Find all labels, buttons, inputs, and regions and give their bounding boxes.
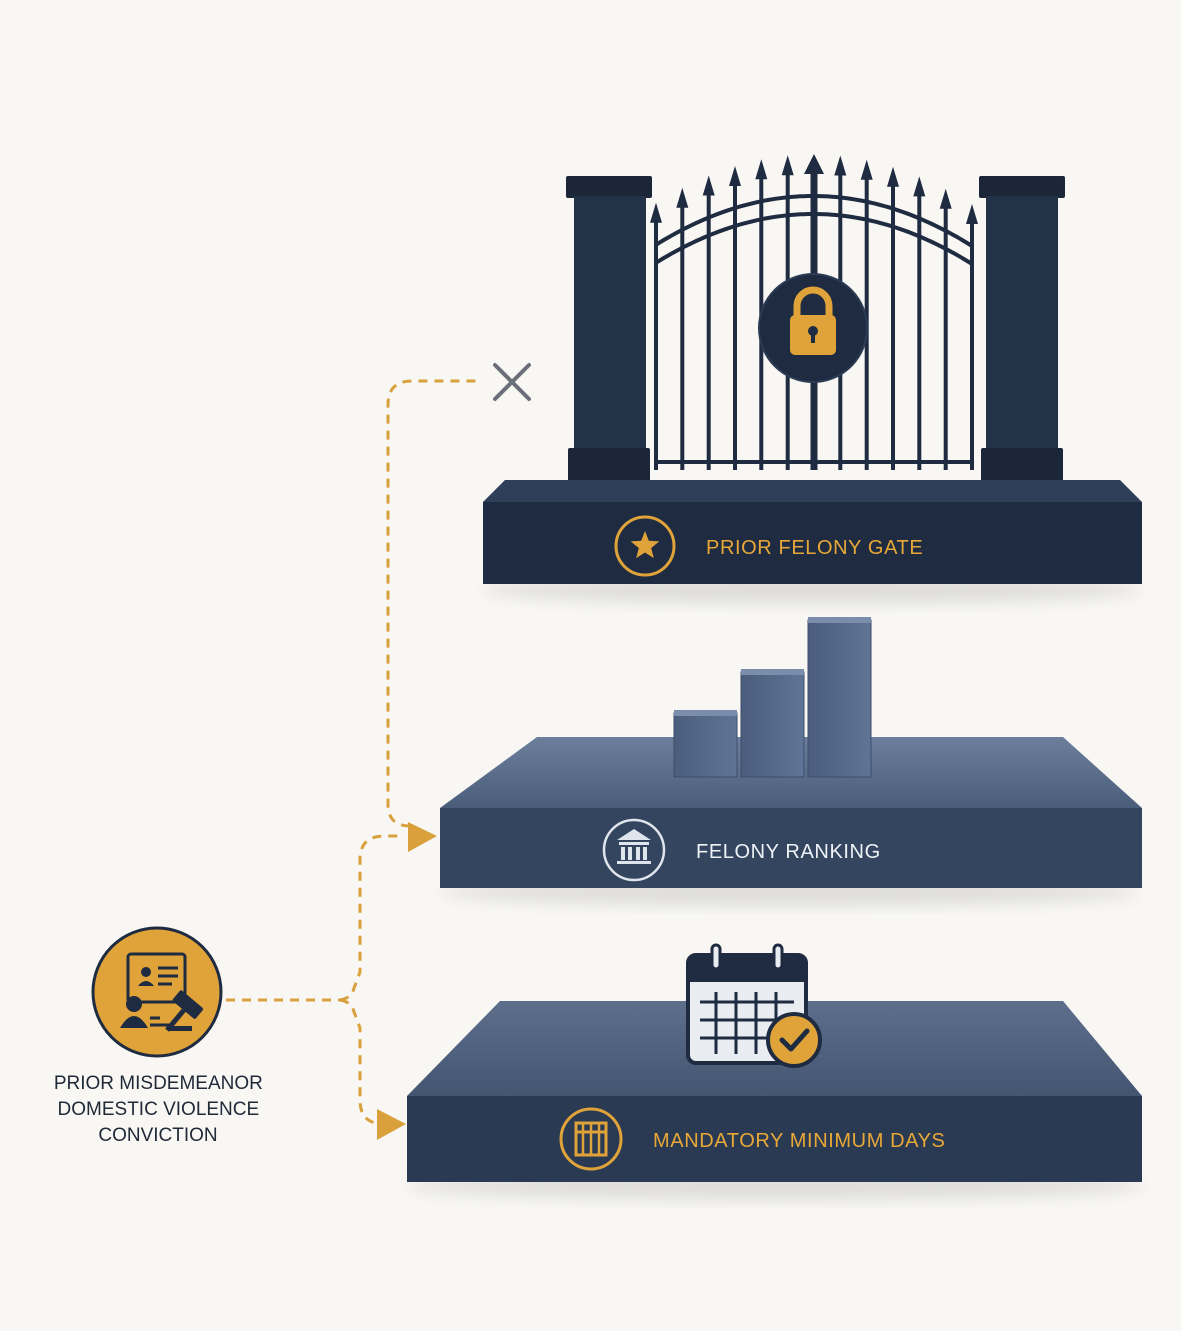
connector-to-ranking — [339, 834, 400, 1002]
padlock-icon — [790, 286, 836, 355]
gate-spear-tip — [755, 159, 768, 180]
connector-to-gate-blocked — [386, 379, 482, 828]
gate-spear-tip — [966, 204, 978, 224]
source-label: PRIOR MISDEMEANOR DOMESTIC VIOLENCE CONV… — [54, 1073, 268, 1146]
tier-prior-felony-gate: PRIOR FELONY GATE — [483, 154, 1142, 584]
gate-spear-tip — [913, 176, 926, 197]
source-label-line-3: CONVICTION — [98, 1125, 217, 1146]
gate-spear-tip — [650, 202, 662, 223]
tier-mandatory-minimum-days: MANDATORY MINIMUM DAYS — [407, 943, 1142, 1182]
tier-label-prior-felony-gate: PRIOR FELONY GATE — [706, 537, 923, 559]
gate-spear-tip — [834, 155, 847, 176]
ranking-bars — [673, 617, 872, 778]
arrowhead-to-minimum — [377, 1109, 406, 1140]
gate-spear-tip — [860, 159, 873, 180]
gavel-certificate-icon — [120, 952, 204, 1032]
ranking-platform-front — [440, 808, 1142, 888]
courthouse-icon — [602, 818, 666, 882]
gate-spear-tip — [702, 175, 715, 196]
connector-to-minimum — [339, 998, 385, 1126]
jail-cell-icon — [559, 1107, 623, 1171]
tier-label-mandatory-minimum-days: MANDATORY MINIMUM DAYS — [653, 1130, 946, 1152]
gate-spear-tip — [939, 188, 952, 209]
gate-spear-tip — [781, 155, 794, 176]
tier-felony-ranking: FELONY RANKING — [440, 617, 1142, 888]
x-mark-icon — [493, 363, 531, 401]
source-label-line-1: PRIOR MISDEMEANOR — [54, 1073, 263, 1094]
minimum-platform-front — [407, 1096, 1142, 1182]
gate-spear-tip — [887, 166, 899, 187]
arrowhead-to-ranking — [408, 822, 437, 852]
source-disc — [91, 926, 223, 1058]
gate-spear-tip — [676, 187, 689, 208]
gate-platform-front — [483, 502, 1142, 584]
gate-structure — [566, 154, 1065, 484]
gate-spear-tip — [729, 166, 741, 186]
star-icon — [614, 515, 676, 577]
source-label-line-2: DOMESTIC VIOLENCE — [58, 1099, 260, 1120]
tier-label-felony-ranking: FELONY RANKING — [696, 841, 881, 863]
gate-spear-tip — [804, 154, 824, 174]
connector-lines — [226, 379, 482, 1126]
source-prior-misdemeanor: PRIOR MISDEMEANOR DOMESTIC VIOLENCE CONV… — [54, 926, 268, 1146]
calendar-check-icon — [686, 943, 822, 1068]
gate-platform-top — [483, 480, 1142, 502]
